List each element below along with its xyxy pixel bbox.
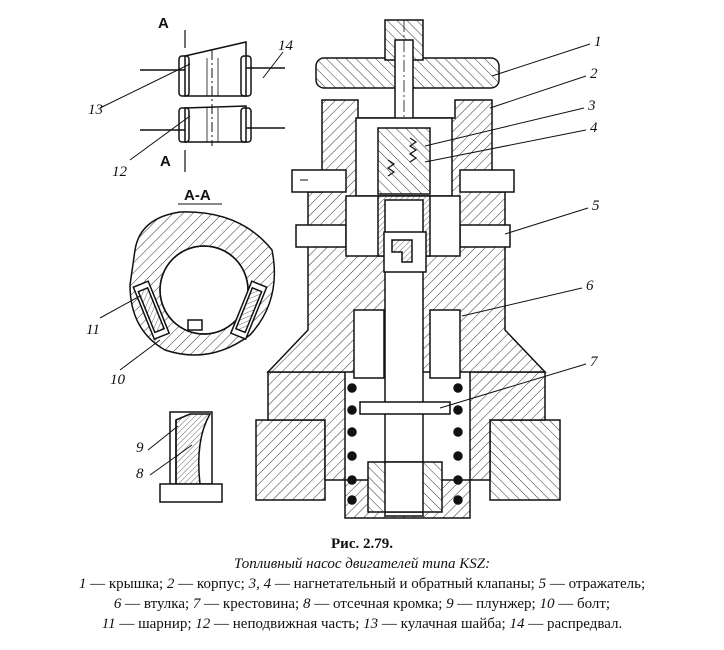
- camshaft-view: [99, 30, 285, 172]
- pump-section: [255, 19, 591, 520]
- legend-text: — кулачная шайба;: [378, 616, 510, 632]
- legend-number: 2: [166, 576, 175, 592]
- callout-8: 8: [136, 466, 144, 482]
- figure-legend: 1 — крышка; 2 — корпус; 3, 4 — нагнетате…: [0, 574, 724, 634]
- legend-text: — плунжер;: [453, 596, 540, 612]
- callout-6: 6: [586, 278, 594, 294]
- callout-7: 7: [590, 354, 599, 370]
- legend-text: — отсечная кромка;: [310, 596, 447, 612]
- figure-caption: Рис. 2.79. Топливный насос двигателей ти…: [0, 534, 724, 634]
- legend-number: 12: [195, 616, 211, 632]
- legend-text: — распредвал.: [524, 616, 623, 632]
- legend-number: 13: [363, 616, 379, 632]
- legend-line: 11 — шарнир; 12 — неподвижная часть; 13 …: [0, 614, 724, 634]
- section-letter-top: А: [158, 15, 169, 32]
- pump-drawing: 1 2 3 4 5 6 7 8 9 10 11 12 13 14 А А А-А: [86, 15, 602, 520]
- callout-9: 9: [136, 440, 144, 456]
- callout-1: 1: [594, 34, 602, 50]
- legend-number: 10: [539, 596, 555, 612]
- callout-12: 12: [112, 164, 128, 180]
- legend-text: — крестовина;: [200, 596, 303, 612]
- callout-5: 5: [592, 198, 600, 214]
- legend-number: 11: [101, 616, 116, 632]
- callout-2: 2: [590, 66, 598, 82]
- legend-text: — болт;: [554, 596, 611, 612]
- section-view: [99, 203, 276, 371]
- legend-text: — неподвижная часть;: [210, 616, 364, 632]
- legend-number: 1: [78, 576, 87, 592]
- legend-number: 5: [538, 576, 547, 592]
- legend-number: 9: [446, 596, 454, 612]
- legend-text: — корпус;: [174, 576, 249, 592]
- legend-text: — втулка;: [121, 596, 193, 612]
- legend-number: 14: [509, 616, 525, 632]
- legend-line: 6 — втулка; 7 — крестовина; 8 — отсечная…: [0, 594, 724, 614]
- section-label: А-А: [184, 187, 211, 204]
- callout-13: 13: [88, 102, 103, 118]
- legend-number: 7: [192, 596, 201, 612]
- legend-text: — шарнир;: [115, 616, 196, 632]
- legend-number: 3, 4: [248, 576, 272, 592]
- legend-text: — нагнетательный и обратный клапаны;: [271, 576, 539, 592]
- legend-number: 6: [113, 596, 122, 612]
- figure-title: Топливный насос двигателей типа KSZ:: [233, 556, 491, 572]
- section-letter-bottom: А: [160, 153, 171, 170]
- figure-number: Рис. 2.79.: [331, 536, 393, 552]
- legend-line: 1 — крышка; 2 — корпус; 3, 4 — нагнетате…: [0, 574, 724, 594]
- legend-text: — крышка;: [86, 576, 167, 592]
- callout-4: 4: [590, 120, 598, 136]
- cutoff-edge-detail: [147, 411, 223, 503]
- legend-number: 8: [302, 596, 311, 612]
- callout-10: 10: [110, 372, 126, 388]
- legend-text: — отражатель;: [546, 576, 646, 592]
- callout-11: 11: [86, 322, 100, 338]
- callout-14: 14: [278, 38, 294, 54]
- callout-3: 3: [587, 98, 596, 114]
- callout-labels: 1 2 3 4 5 6 7 8 9 10 11 12 13 14 А А А-А: [86, 15, 602, 482]
